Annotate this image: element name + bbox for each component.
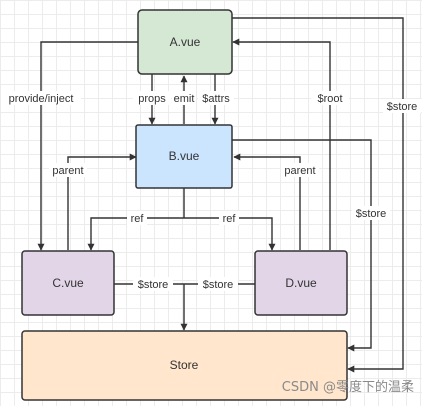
edge-parent-d (233, 153, 301, 250)
edge-label-provide-inject: provide/inject (9, 93, 74, 105)
edge-label-parent-d: parent (284, 165, 315, 177)
node-store: Store (21, 330, 348, 401)
edge-parent-c (67, 153, 137, 250)
edge-store-b (232, 139, 372, 352)
node-b-box (135, 124, 233, 189)
node-store-box (21, 330, 348, 401)
edge-label-store-c: $store (138, 279, 169, 291)
edge-label-attrs: $attrs (202, 93, 230, 105)
edge-label-ref-d: ref (223, 213, 237, 225)
edge-label-store-b: $store (356, 208, 387, 220)
edge-label-ref-c: ref (131, 213, 145, 225)
edge-ref-d (184, 217, 276, 251)
node-a-label: A.vue (170, 35, 201, 49)
edge-provide-inject (37, 41, 138, 251)
edge-label-root: $root (317, 93, 342, 105)
edge-ref-c (87, 217, 184, 251)
edge-label-store-d: $store (203, 279, 234, 291)
node-store-label: Store (170, 358, 199, 372)
edge-labels: provide/inject props emit $attrs $root $… (1, 91, 421, 291)
edge-store-a (232, 17, 404, 373)
edge-label-parent-c: parent (52, 165, 83, 177)
node-a: A.vue (137, 9, 233, 75)
watermark: CSDN @零度下的温柔 (282, 379, 414, 395)
node-d-box (254, 250, 348, 316)
node-c-box (21, 250, 115, 316)
node-d: D.vue (254, 250, 348, 316)
edge-label-emit: emit (174, 93, 195, 105)
edge-label-props: props (138, 93, 166, 105)
node-a-box (137, 9, 233, 75)
node-c: C.vue (21, 250, 115, 316)
edge-root (232, 38, 331, 250)
node-b-label: B.vue (169, 149, 200, 163)
edge-label-store-a: $store (387, 101, 418, 113)
node-b: B.vue (135, 124, 233, 189)
node-c-label: C.vue (52, 276, 84, 290)
node-d-label: D.vue (285, 276, 317, 290)
